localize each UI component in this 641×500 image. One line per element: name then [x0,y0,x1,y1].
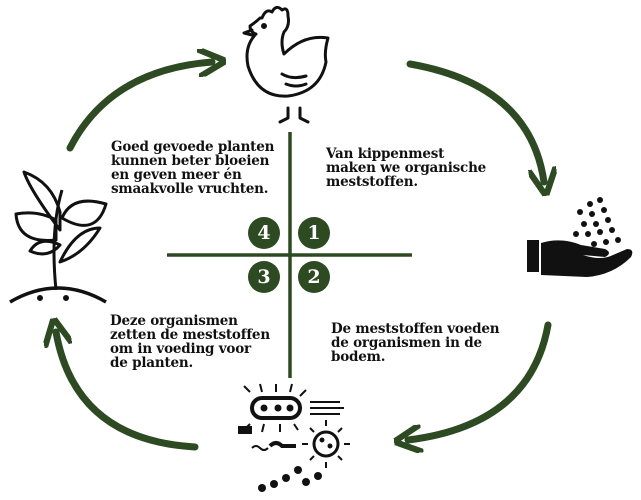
seed-dots [573,197,621,247]
step-4-badge: 4 [248,217,280,249]
step-4-text: Goed gevoede planten kunnen beter bloeie… [111,139,275,197]
step-3-text: Deze organismen zetten de meststoffen om… [110,313,270,371]
step-1-badge: 1 [298,217,330,249]
arrow-fertilizer-to-organisms [408,321,552,440]
chicken-icon [242,5,330,124]
arrow-chicken-to-fertilizer [406,60,544,182]
quadrant-cross [167,132,412,378]
arrow-organisms-to-plant [56,332,199,451]
step-2-text: De meststoffen voeden de organismen in d… [331,321,500,365]
microorganisms-icon [238,383,350,492]
step-3-badge: 3 [248,261,280,293]
fertilizer-hand-icon [527,197,633,277]
plant-icon [9,170,108,304]
step-1-text: Van kippenmest maken we organische mests… [326,146,487,190]
step-2-badge: 2 [298,261,330,293]
arrow-plant-to-chicken [66,62,212,152]
